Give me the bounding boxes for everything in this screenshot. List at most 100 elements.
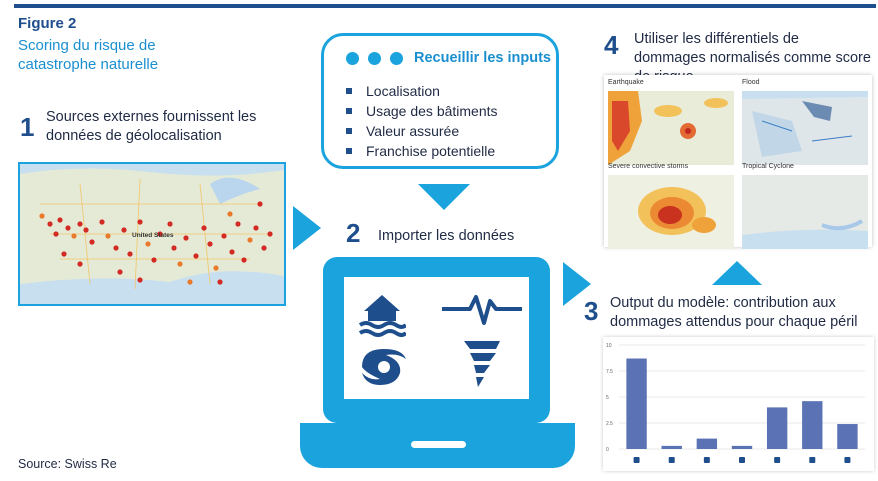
inputs-item: Usage des bâtiments [346, 101, 498, 121]
inputs-list: Localisation Usage des bâtiments Valeur … [346, 81, 498, 161]
bullet-icon [346, 108, 352, 114]
dot-icon [346, 51, 359, 65]
location-dot [57, 217, 63, 223]
flood-map-body [742, 91, 868, 165]
laptop-notch [411, 441, 466, 448]
location-dot [207, 241, 213, 247]
location-dot [213, 265, 219, 271]
dot-icon [368, 51, 381, 65]
bullet-icon [346, 128, 352, 134]
step4-text: Utiliser les différentiels de dommages n… [634, 31, 871, 85]
location-dot [151, 257, 157, 263]
flood-map: Flood [742, 79, 868, 165]
location-dot [47, 221, 53, 227]
inputs-item-label: Localisation [366, 83, 440, 99]
location-points [39, 201, 273, 285]
inputs-bubble: Recueillir les inputs Localisation Usage… [321, 33, 559, 169]
location-dot [99, 219, 105, 225]
location-dot [105, 233, 111, 239]
flood-map-graphic [742, 91, 868, 165]
seismic-icon [703, 457, 710, 463]
location-dot [65, 225, 71, 231]
location-dot [229, 249, 235, 255]
cyclone-map-body [742, 175, 868, 249]
storm-map: Severe convective storms [608, 163, 734, 249]
dot-icon [390, 51, 403, 65]
location-dot [217, 279, 223, 285]
location-dot [61, 251, 67, 257]
location-dot [83, 227, 89, 233]
storm-map-body [608, 175, 734, 249]
location-dot [187, 279, 193, 285]
earthquake-map: Earthquake [608, 79, 734, 165]
step4-number: 4 [604, 30, 619, 60]
inputs-item: Localisation [346, 81, 498, 101]
storm-map-graphic [608, 175, 734, 249]
earthquake-map-graphic [608, 91, 734, 165]
y-tick-label: 5 [606, 395, 609, 401]
location-dot [117, 269, 123, 275]
inputs-title: Recueillir les inputs [414, 50, 551, 66]
location-dot [89, 239, 95, 245]
location-dot [53, 231, 59, 237]
y-tick-label: 7.5 [606, 369, 613, 375]
inputs-item-label: Valeur assurée [366, 123, 460, 139]
storm-icon [774, 457, 781, 463]
house-damage-icon [809, 457, 816, 463]
arrow-step1-to-laptop [293, 206, 321, 250]
location-dot [241, 257, 247, 263]
location-dot [77, 261, 83, 267]
arrow-output-to-scores [712, 261, 762, 285]
location-dot [253, 225, 259, 231]
location-dot [71, 233, 77, 239]
earthquake-map-body [608, 91, 734, 165]
house-icon [668, 457, 675, 463]
step3-text: Output du modèle: contribution aux domma… [610, 295, 858, 330]
tornado-icon [844, 457, 851, 463]
y-tick-label: 0 [606, 447, 609, 453]
location-dot [145, 241, 151, 247]
location-dot [127, 251, 133, 257]
flood-house-icon [358, 295, 406, 337]
cyclone-map-label: Tropical Cyclone [742, 163, 794, 170]
bar-flood [626, 358, 647, 449]
inputs-item: Franchise potentielle [346, 141, 498, 161]
location-dot [221, 233, 227, 239]
bullet-icon [346, 148, 352, 154]
location-dot [113, 245, 119, 251]
location-dot [201, 225, 207, 231]
cyclone-icon [362, 349, 406, 385]
earthquake-map-label: Earthquake [608, 79, 644, 86]
figure-label: Figure 2 [18, 15, 77, 32]
cyclone-icon [739, 457, 745, 463]
location-dot [247, 237, 253, 243]
bar-house-damage [802, 401, 823, 449]
location-dot [137, 219, 143, 225]
location-dot [157, 231, 163, 237]
map-country-label: United States [132, 232, 174, 239]
step1-number: 1 [20, 112, 35, 142]
storm-map-label: Severe convective storms [608, 163, 689, 170]
usa-map-graphic [20, 164, 284, 304]
inputs-item: Valeur assurée [346, 121, 498, 141]
source-note: Source: Swiss Re [18, 457, 117, 471]
step2-text: Importer les données [378, 228, 515, 244]
step2-number: 2 [346, 218, 361, 248]
bar-house [661, 445, 682, 449]
laptop-display [344, 277, 529, 399]
arrow-inputs-to-laptop [418, 184, 470, 210]
bullet-icon [346, 88, 352, 94]
arrow-laptop-to-output [563, 262, 591, 306]
top-rule [14, 4, 876, 8]
peril-maps-panel: Earthquake Flood Severe [604, 75, 872, 249]
bar-seismic [696, 438, 718, 449]
usa-locations-map: United States [18, 162, 286, 306]
bar-tornado [837, 424, 858, 449]
flood-map-label: Flood [742, 79, 760, 86]
inputs-item-label: Usage des bâtiments [366, 103, 498, 119]
location-dot [227, 211, 233, 217]
location-dot [77, 221, 83, 227]
step1-text: Sources externes fournissent les données… [46, 109, 257, 144]
tornado-icon [464, 341, 500, 387]
